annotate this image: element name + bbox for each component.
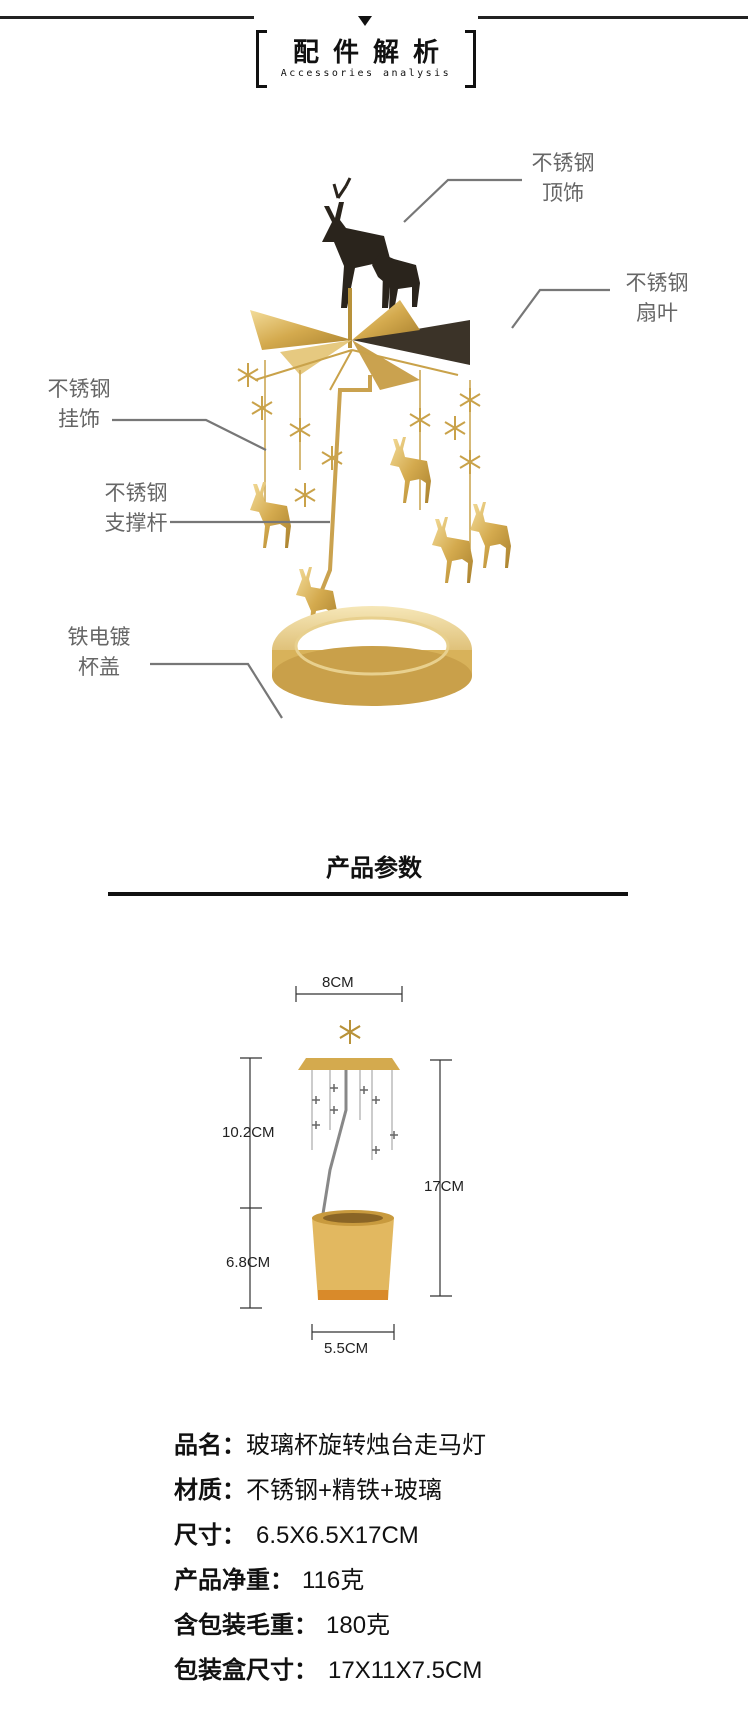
spec-label: 尺寸： xyxy=(174,1521,246,1549)
dim-upper-height: 10.2CM xyxy=(222,1124,275,1141)
spec-value: 17X11X7.5CM xyxy=(328,1657,483,1684)
spec-material: 材质：不锈钢+精铁+玻璃 xyxy=(174,1470,442,1505)
leader-fan-blade xyxy=(511,288,610,329)
spec-gross-weight: 含包装毛重： 180克 xyxy=(174,1605,390,1640)
header-subtitle: Accessories analysis xyxy=(280,68,452,79)
dim-total-height: 17CM xyxy=(424,1178,465,1195)
spec-value: 6.5X6.5X17CM xyxy=(256,1522,419,1549)
callout-line-2: 顶饰 xyxy=(542,181,584,205)
spec-value: 116克 xyxy=(302,1567,365,1594)
callout-support-rod: 不锈钢 支撑杆 xyxy=(92,478,180,538)
spec-label: 材质： xyxy=(174,1476,246,1504)
params-title: 产品参数 xyxy=(326,854,422,882)
callout-top-ornament: 不锈钢 顶饰 xyxy=(522,148,604,208)
callout-line-2: 扇叶 xyxy=(636,301,678,325)
product-illustration xyxy=(112,177,610,719)
spec-net-weight: 产品净重： 116克 xyxy=(174,1560,364,1595)
spec-label: 产品净重： xyxy=(174,1566,294,1594)
cup-lid-ring xyxy=(272,606,472,706)
dim-top-width: 8CM xyxy=(322,974,354,991)
support-rod xyxy=(320,375,372,591)
center-post xyxy=(348,288,352,348)
leader-cup-lid xyxy=(150,662,283,719)
header-title: 配件解析 xyxy=(292,38,453,68)
header-rule-left xyxy=(0,16,254,19)
spec-label: 包装盒尺寸： xyxy=(174,1656,318,1684)
callout-line-1: 不锈钢 xyxy=(625,271,689,295)
callout-line-1: 不锈钢 xyxy=(531,151,595,175)
callout-hanging-ornament: 不锈钢 挂饰 xyxy=(38,374,120,434)
header-notch-icon xyxy=(358,16,372,26)
spec-value: 180克 xyxy=(326,1612,391,1639)
leader-top-ornament xyxy=(403,178,522,223)
fan-blades xyxy=(250,300,470,390)
dimension-drawing xyxy=(240,986,452,1340)
spec-value: 玻璃杯旋转烛台走马灯 xyxy=(246,1432,486,1459)
header-rule-right xyxy=(478,16,748,19)
callout-line-1: 铁电镀 xyxy=(67,625,131,649)
callout-line-2: 杯盖 xyxy=(78,655,120,679)
bracket-left xyxy=(256,30,267,88)
spec-box-size: 包装盒尺寸： 17X11X7.5CM xyxy=(174,1650,482,1685)
section-header: 配件解析 Accessories analysis xyxy=(256,30,476,88)
callout-cup-lid: 铁电镀 杯盖 xyxy=(58,622,140,682)
callout-line-1: 不锈钢 xyxy=(104,481,168,505)
callout-line-2: 支撑杆 xyxy=(104,511,168,535)
dim-cup-width: 5.5CM xyxy=(324,1340,369,1357)
callout-line-1: 不锈钢 xyxy=(47,377,111,401)
spec-name: 品名：玻璃杯旋转烛台走马灯 xyxy=(174,1425,486,1460)
params-rule xyxy=(108,892,628,896)
spec-size: 尺寸： 6.5X6.5X17CM xyxy=(174,1515,419,1550)
callout-fan-blade: 不锈钢 扇叶 xyxy=(616,268,698,328)
mini-carousel xyxy=(298,1019,400,1300)
top-deer-ornament xyxy=(322,177,420,311)
leader-hanging-ornament xyxy=(112,418,267,451)
spec-label: 品名： xyxy=(174,1431,246,1459)
spec-value: 不锈钢+精铁+玻璃 xyxy=(246,1477,443,1504)
bracket-right xyxy=(465,30,476,88)
callout-line-2: 挂饰 xyxy=(58,407,100,431)
spec-label: 含包装毛重： xyxy=(174,1611,318,1639)
dim-lower-height: 6.8CM xyxy=(226,1254,271,1271)
